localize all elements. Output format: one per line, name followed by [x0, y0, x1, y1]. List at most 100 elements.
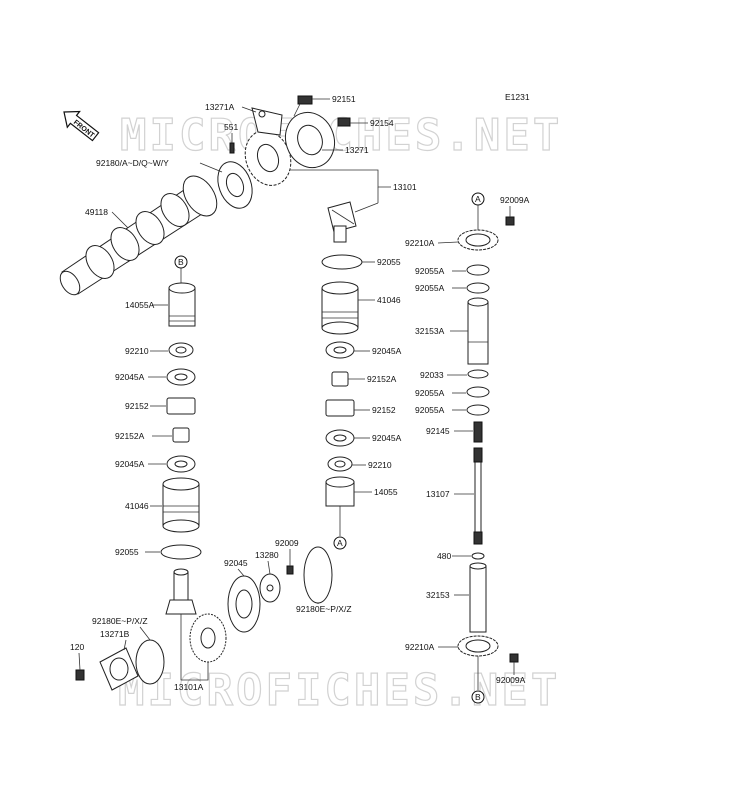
watermark-bottom: MICROFICHES.NET — [118, 665, 560, 716]
bearing-housing-41046 — [321, 281, 359, 335]
label-92045A-left-2: 92045A — [115, 459, 145, 469]
tube-32153A — [467, 297, 489, 365]
label-92151: 92151 — [332, 94, 356, 104]
bolt-92009 — [286, 565, 294, 575]
label-41046-right: 41046 — [377, 295, 401, 305]
label-92045A-left-1: 92045A — [115, 372, 145, 382]
label-92152-right: 92152 — [372, 405, 396, 415]
nut-92210-left — [168, 342, 194, 358]
plate-13271 — [284, 111, 336, 169]
label-13271B: 13271B — [100, 629, 130, 639]
gasket-92180 — [217, 161, 253, 209]
label-49118: 49118 — [85, 207, 108, 217]
nut-92210A-top — [457, 229, 499, 251]
label-92145: 92145 — [426, 426, 450, 436]
front-arrow-icon: FRONT — [63, 110, 100, 142]
marker-b-right-label: B — [475, 692, 481, 702]
label-14055A: 14055A — [125, 300, 155, 310]
label-13101A: 13101A — [174, 682, 204, 692]
label-92210A-bottom: 92210A — [405, 642, 435, 652]
label-120: 120 — [70, 642, 84, 652]
marker-b-left-label: B — [178, 257, 184, 267]
ring-92033 — [467, 369, 489, 379]
bolt-120 — [75, 669, 85, 681]
label-92009A-top: 92009A — [500, 195, 530, 205]
label-92210-left: 92210 — [125, 346, 149, 356]
collar-92152A-center — [331, 371, 349, 387]
label-13101: 13101 — [393, 182, 417, 192]
o-ring-92055 — [321, 254, 363, 270]
label-92055: 92055 — [377, 257, 401, 267]
label-92210A-top: 92210A — [405, 238, 435, 248]
bearing-housing-41046-left — [162, 477, 200, 533]
washer-480 — [471, 552, 485, 560]
bevel-gear-13101A — [189, 613, 227, 663]
bolt-92009A-bottom — [509, 653, 519, 663]
label-480: 480 — [437, 551, 451, 561]
o-ring-92055A-2 — [466, 282, 490, 294]
label-92033: 92033 — [420, 370, 444, 380]
label-92055A-3: 92055A — [415, 388, 445, 398]
sleeve-14055 — [325, 476, 355, 507]
marker-a-center — [333, 536, 347, 550]
label-92009A-bottom: 92009A — [496, 675, 526, 685]
label-92055-left: 92055 — [115, 547, 139, 557]
camshaft-49118 — [59, 175, 218, 296]
marker-b-right — [471, 690, 485, 704]
bevel-gear-shaft-13101A — [165, 568, 197, 615]
bolt-92151 — [293, 95, 313, 117]
label-92152A-right: 92152A — [367, 374, 397, 384]
pin-551 — [229, 142, 235, 154]
bearing-92045A-center-2 — [325, 429, 355, 447]
collar-92152A-left — [172, 427, 190, 443]
nut-92210A-bottom — [457, 635, 499, 657]
o-ring-92055A-1 — [466, 264, 490, 276]
label-551: 551 — [224, 122, 238, 132]
label-92180E-right: 92180E~P/X/Z — [296, 604, 352, 614]
label-92180: 92180/A~D/Q~W/Y — [96, 158, 169, 168]
label-92154: 92154 — [370, 118, 394, 128]
bearing-92045A-left-2 — [166, 455, 196, 473]
label-92045A-right-1: 92045A — [372, 346, 402, 356]
marker-a-right-label: A — [475, 194, 481, 204]
bolt-92009A-top — [505, 216, 515, 226]
label-41046-left: 41046 — [125, 501, 149, 511]
gear-13101 — [244, 130, 292, 186]
label-32153A: 32153A — [415, 326, 445, 336]
bracket-13271A — [251, 107, 283, 136]
label-92045A-right-2: 92045A — [372, 433, 402, 443]
label-92152-left: 92152 — [125, 401, 149, 411]
shaft-13107 — [473, 447, 483, 545]
label-92210-right: 92210 — [368, 460, 392, 470]
label-92055A-4: 92055A — [415, 405, 445, 415]
label-13280: 13280 — [255, 550, 279, 560]
nut-92210-center — [327, 456, 353, 472]
gasket-92180E-left — [135, 639, 165, 685]
bolt-92154 — [337, 117, 351, 127]
label-32153: 32153 — [426, 590, 450, 600]
gasket-92180E-right — [303, 546, 333, 604]
tube-32153 — [469, 562, 487, 633]
label-14055: 14055 — [374, 487, 398, 497]
label-92055A-2: 92055A — [415, 283, 445, 293]
label-13271: 13271 — [345, 145, 369, 155]
diagram-code: E1231 — [505, 92, 530, 102]
label-13107: 13107 — [426, 489, 450, 499]
plate-13280 — [259, 573, 281, 603]
o-ring-92055-left — [160, 544, 202, 560]
bearing-92045 — [227, 575, 261, 633]
label-92055A-1: 92055A — [415, 266, 445, 276]
sleeve-14055A — [168, 282, 196, 327]
label-92045: 92045 — [224, 558, 248, 568]
label-92152A-left: 92152A — [115, 431, 145, 441]
bearing-92045A-left-1 — [166, 368, 196, 386]
marker-a-center-label: A — [337, 538, 343, 548]
label-13271A: 13271A — [205, 102, 235, 112]
o-ring-92055A-3 — [466, 386, 490, 398]
bevel-gear-13101 — [327, 201, 357, 243]
bearing-92045A-center-1 — [325, 341, 355, 359]
cover-13271B — [99, 647, 139, 691]
o-ring-92055A-4 — [466, 404, 490, 416]
